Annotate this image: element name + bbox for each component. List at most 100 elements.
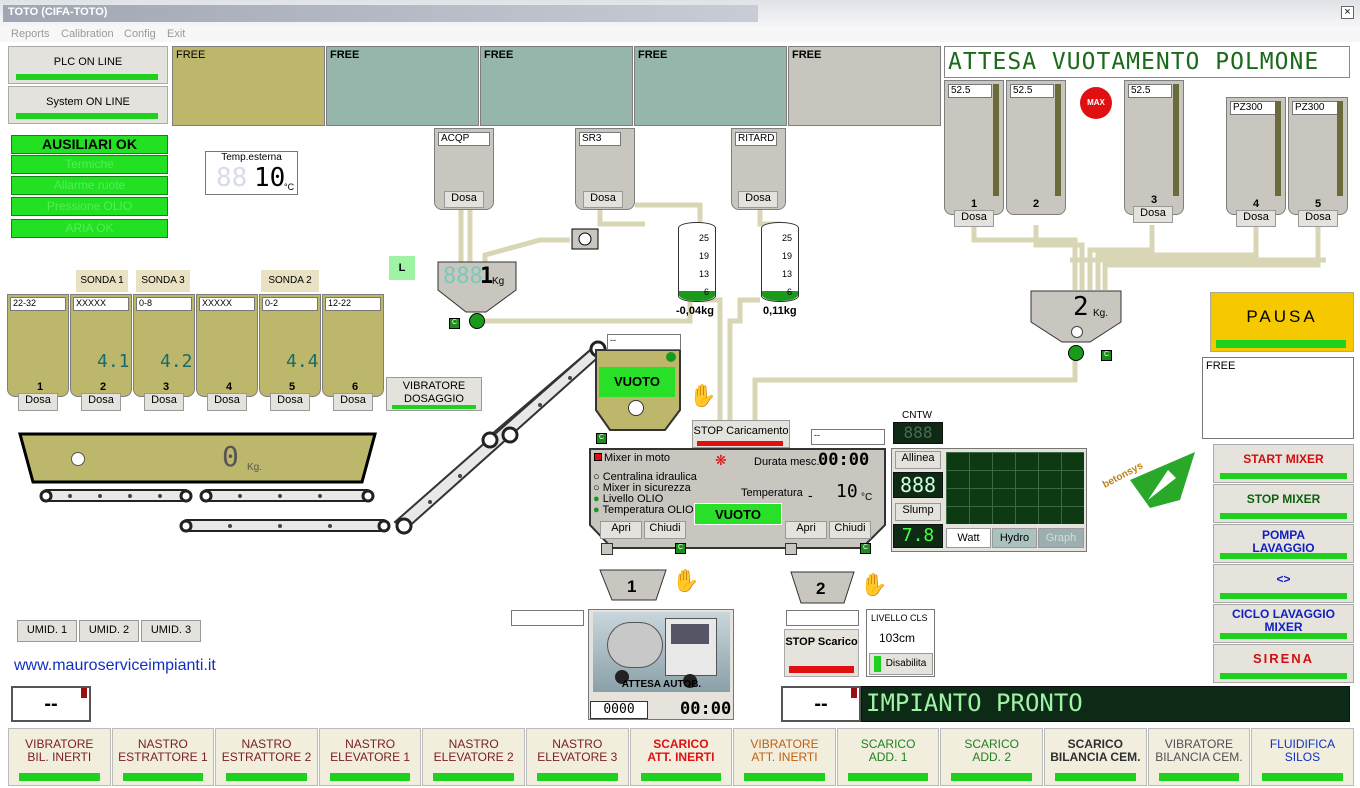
tab-watt[interactable]: Watt (946, 528, 991, 548)
silo-2[interactable]: FREE (326, 46, 479, 126)
slump-button[interactable]: Slump (895, 503, 941, 521)
sirena-bar (1220, 673, 1347, 679)
bottom-button-line2: ESTRATTORE 2 (221, 750, 312, 764)
discharge-2-hand-icon[interactable]: ✋ (860, 572, 888, 597)
aggregate-bin-3: 0-8 4.2 3 (133, 294, 195, 397)
bottom-button-bar (19, 773, 100, 781)
stop-mixer-bar (1220, 513, 1347, 519)
umid-3-button[interactable]: UMID. 3 (141, 620, 201, 642)
bottom-button-line2: ELEVATORE 2 (433, 750, 514, 764)
silo-4-label: FREE (638, 49, 668, 61)
additive-scale-unit: Kg (492, 276, 505, 287)
umid-1-button[interactable]: UMID. 1 (17, 620, 77, 642)
dosa-cement-1-button[interactable]: Dosa (954, 210, 994, 227)
check-centralina: ○ Centralina idraulica (593, 471, 697, 483)
cement-hopper-2-grade: 52.5 (1010, 84, 1054, 98)
check-sicurezza-label: Mixer in sicurezza (602, 482, 691, 494)
silo-1[interactable]: FREE (172, 46, 325, 126)
discharge-2-label: 2 (816, 579, 826, 598)
menu-reports[interactable]: Reports (11, 28, 50, 40)
discharge-1-field[interactable] (511, 610, 584, 626)
bin-5-num: 5 (289, 381, 296, 393)
dosa-bin-3-button[interactable]: Dosa (144, 393, 184, 411)
check-livello-olio: ● Livello OLIO (593, 493, 664, 505)
dosa-acqp-button[interactable]: Dosa (444, 191, 484, 208)
dosa-bin-6-button[interactable]: Dosa (333, 393, 373, 411)
bottom-button-bar (1158, 773, 1240, 781)
discharge-2-field[interactable] (786, 610, 859, 626)
mixer-check-list: ○ Centralina idraulica ○ Mixer in sicure… (593, 472, 697, 516)
website-link[interactable]: www.mauroserviceimpianti.it (14, 657, 216, 674)
apri-1-button[interactable]: Apri (600, 521, 642, 539)
silo-5[interactable]: FREE (788, 46, 941, 126)
slump-ghost-display: 888 (893, 472, 943, 498)
cylinder-1: 25 19 13 6 (678, 222, 716, 302)
cntw-display: 888 (893, 422, 943, 444)
dosa-bin-4-button[interactable]: Dosa (207, 393, 247, 411)
silo-3-label: FREE (484, 49, 514, 61)
disabilita-button[interactable]: Disabilita (869, 653, 933, 675)
menu-exit[interactable]: Exit (167, 28, 186, 40)
chiudi-2-button[interactable]: Chiudi (829, 521, 871, 539)
bottom-button-line1: VIBRATORE (25, 737, 94, 751)
cement-valve-icon[interactable] (1068, 345, 1084, 361)
aggregate-bin-6: 12-22 6 (322, 294, 384, 397)
discharge-1-hand-icon[interactable]: ✋ (672, 568, 700, 593)
chiudi-1-button[interactable]: Chiudi (644, 521, 686, 539)
check-temperatura-olio: ● Temperatura OLIO (593, 504, 694, 516)
stop-scarico-label: STOP Scarico (785, 636, 858, 648)
mixer-field[interactable]: -- (811, 429, 885, 445)
disabilita-label: Disabilita (885, 658, 927, 669)
menu-calibration[interactable]: Calibration (61, 28, 114, 40)
stop-mixer-label: STOP MIXER (1246, 492, 1321, 506)
dosa-cement-3-button[interactable]: Dosa (1133, 206, 1173, 223)
mixer-temp-unit: °C (861, 492, 873, 503)
truck-count: 0000 (590, 701, 648, 719)
cylinder-2: 25 19 13 6 (761, 222, 799, 302)
dosa-bin-5-button[interactable]: Dosa (270, 393, 310, 411)
umid-2-button[interactable]: UMID. 2 (79, 620, 139, 642)
silo-4[interactable]: FREE (634, 46, 787, 126)
dosa-ritard-button[interactable]: Dosa (738, 191, 778, 208)
additive-valve-icon[interactable] (469, 313, 485, 329)
durata-value: 00:00 (818, 450, 870, 470)
silo-3[interactable]: FREE (480, 46, 633, 126)
cement-hopper-4-grade: PZ300 (1230, 101, 1278, 115)
dosa-cement-4-button[interactable]: Dosa (1236, 210, 1276, 227)
bottom-button-line2: ELEVATORE 1 (330, 750, 411, 764)
bin-1-num: 1 (37, 381, 44, 393)
bin-4-grade: XXXXX (199, 297, 255, 311)
cement-hopper-4: PZ300 4 (1226, 97, 1286, 215)
dosa-bin-1-button[interactable]: Dosa (18, 393, 58, 411)
dosa-cement-5-button[interactable]: Dosa (1298, 210, 1338, 227)
dosa-sr3-button[interactable]: Dosa (583, 191, 623, 208)
cement-hopper-5: PZ300 5 (1288, 97, 1348, 215)
allinea-button[interactable]: Allinea (895, 451, 941, 469)
cyl2-tick: 13 (781, 269, 792, 279)
skip-hand-icon[interactable]: ✋ (689, 383, 717, 408)
truck-image (593, 612, 730, 692)
tab-graph[interactable]: Graph (1038, 528, 1084, 548)
skip-field[interactable]: -- (607, 334, 681, 350)
vibratore-dosaggio-bar (392, 405, 476, 409)
close-button[interactable]: × (1341, 6, 1354, 19)
menu-config[interactable]: Config (124, 28, 156, 40)
small-display-left: -- (11, 686, 91, 722)
toggle-label: <> (1276, 572, 1291, 586)
dosa-bin-2-button[interactable]: Dosa (81, 393, 121, 411)
tab-hydro[interactable]: Hydro (992, 528, 1037, 548)
apri-2-button[interactable]: Apri (785, 521, 827, 539)
